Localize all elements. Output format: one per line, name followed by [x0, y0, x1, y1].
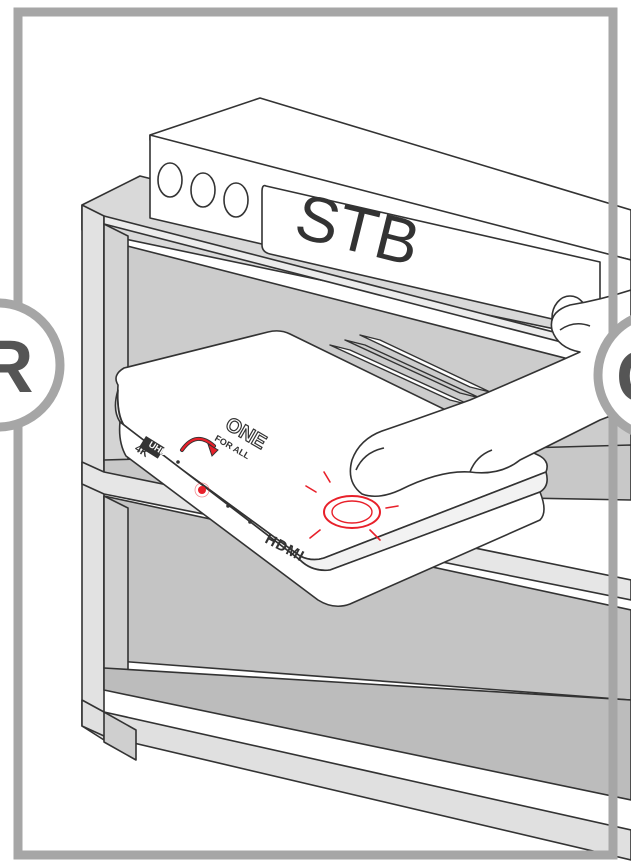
left-badge-letter: R: [0, 325, 33, 408]
led-dot: [248, 520, 252, 524]
red-led-icon: [198, 486, 206, 494]
stb-knob: [224, 183, 248, 217]
led-dot: [226, 504, 230, 508]
stb-knob: [191, 173, 215, 207]
stb-knob: [158, 163, 182, 197]
right-badge-letter: G: [616, 335, 631, 418]
led-dot: [176, 460, 180, 464]
